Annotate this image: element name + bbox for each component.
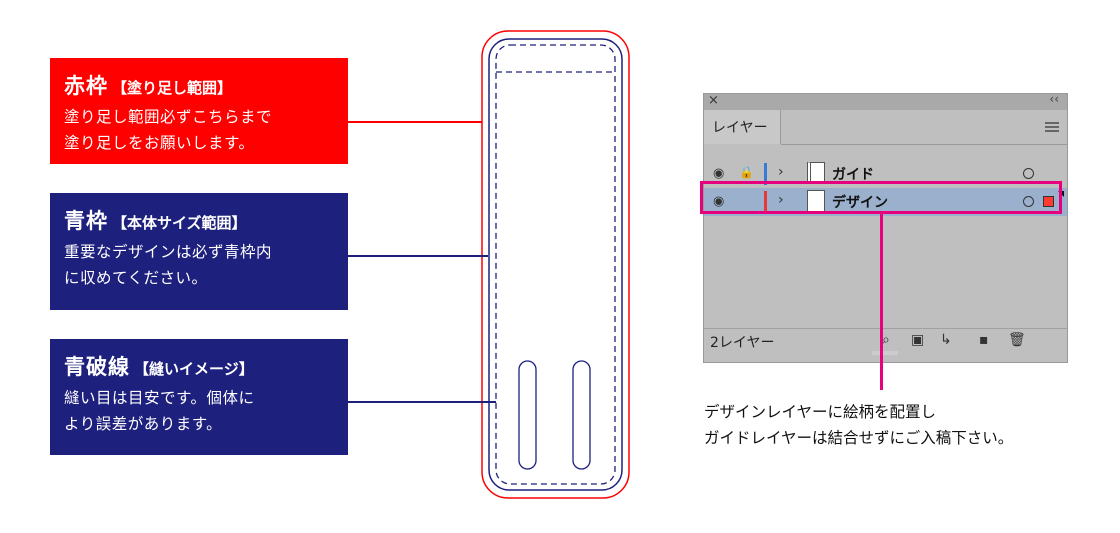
callout-body: 青枠 【本体サイズ範囲】 重要なデザインは必ず青枠内 に収めてください。 bbox=[50, 193, 348, 310]
selection-square-icon[interactable] bbox=[1043, 196, 1054, 207]
callout-body-line1: 重要なデザインは必ず青枠内 bbox=[64, 243, 273, 261]
chevron-right-icon[interactable]: › bbox=[778, 164, 784, 180]
callout-stitch-subtitle: 【縫いイメージ】 bbox=[134, 360, 254, 378]
layer-name[interactable]: デザイン bbox=[832, 195, 888, 211]
callout-stitch-line2: より誤差があります。 bbox=[64, 415, 223, 433]
connector-dashed bbox=[348, 401, 496, 403]
eye-icon[interactable]: ◉ bbox=[713, 194, 725, 209]
caption-line2: ガイドレイヤーは結合せずにご入稿下さい。 bbox=[704, 429, 1014, 447]
slot-right bbox=[572, 360, 591, 470]
lock-icon[interactable]: 🔒 bbox=[739, 165, 754, 179]
target-icon[interactable] bbox=[1023, 196, 1034, 207]
caption-line1: デザインレイヤーに絵柄を配置し bbox=[704, 403, 937, 421]
collapse-icon[interactable]: ‹‹ bbox=[1049, 92, 1059, 106]
target-icon[interactable] bbox=[1023, 168, 1034, 179]
pointer-line bbox=[880, 214, 883, 390]
body-outline bbox=[488, 38, 623, 491]
connector-red bbox=[348, 121, 482, 123]
design-layer-highlight bbox=[700, 181, 1062, 214]
panel-titlebar: × ‹‹ bbox=[704, 92, 1067, 110]
panel-footer: 2レイヤー ⌕ ▣ ↳ ▪ 🗑 bbox=[704, 328, 1067, 356]
new-sublayer-icon[interactable]: ↳ bbox=[940, 332, 952, 348]
callout-body-subtitle: 【本体サイズ範囲】 bbox=[112, 214, 247, 232]
eye-icon[interactable]: ◉ bbox=[713, 166, 725, 181]
layer-count: 2レイヤー bbox=[710, 335, 775, 351]
callout-body-line2: に収めてください。 bbox=[64, 269, 208, 287]
callout-stitch-title: 青破線 bbox=[64, 355, 130, 379]
layer-color-bar bbox=[764, 191, 767, 213]
panel-menu-icon[interactable] bbox=[1045, 122, 1059, 134]
bleed-outline bbox=[481, 30, 630, 499]
resize-grip[interactable] bbox=[872, 351, 898, 355]
new-layer-icon[interactable]: ▪ bbox=[979, 332, 989, 348]
connector-blue bbox=[348, 255, 488, 257]
callout-bleed-subtitle: 【塗り足し範囲】 bbox=[112, 79, 233, 97]
layer-name[interactable]: ガイド bbox=[832, 167, 874, 183]
instruction-caption: デザインレイヤーに絵柄を配置し ガイドレイヤーは結合せずにご入稿下さい。 bbox=[704, 399, 1013, 451]
chevron-right-icon[interactable]: › bbox=[778, 192, 784, 208]
callout-stitch-line1: 縫い目は目安です。個体に bbox=[64, 389, 255, 407]
search-icon[interactable]: ⌕ bbox=[882, 332, 890, 348]
callout-body-title: 青枠 bbox=[64, 209, 108, 233]
callout-bleed-line2: 塗り足しをお願いします。 bbox=[64, 134, 255, 152]
close-icon[interactable]: × bbox=[708, 93, 719, 108]
callout-stitch: 青破線 【縫いイメージ】 縫い目は目安です。個体に より誤差があります。 bbox=[50, 339, 348, 455]
template-diagram bbox=[481, 30, 630, 499]
stitch-outline bbox=[495, 44, 616, 485]
layer-color-bar bbox=[764, 163, 767, 185]
callout-bleed-line1: 塗り足し範囲必ずこちらまで bbox=[64, 108, 273, 126]
slot-left bbox=[518, 360, 537, 470]
clipping-mask-icon[interactable]: ▣ bbox=[911, 332, 925, 348]
trash-icon[interactable]: 🗑 bbox=[1008, 332, 1026, 348]
tab-layers[interactable]: レイヤー bbox=[704, 110, 781, 144]
callout-bleed: 赤枠 【塗り足し範囲】 塗り足し範囲必ずこちらまで 塗り足しをお願いします。 bbox=[50, 58, 348, 164]
callout-bleed-title: 赤枠 bbox=[64, 74, 108, 98]
layers-panel: × ‹‹ レイヤー ◉ 🔒 › ガイド ◉ › デザイン 2レイヤー ⌕ ▣ bbox=[703, 92, 1068, 363]
